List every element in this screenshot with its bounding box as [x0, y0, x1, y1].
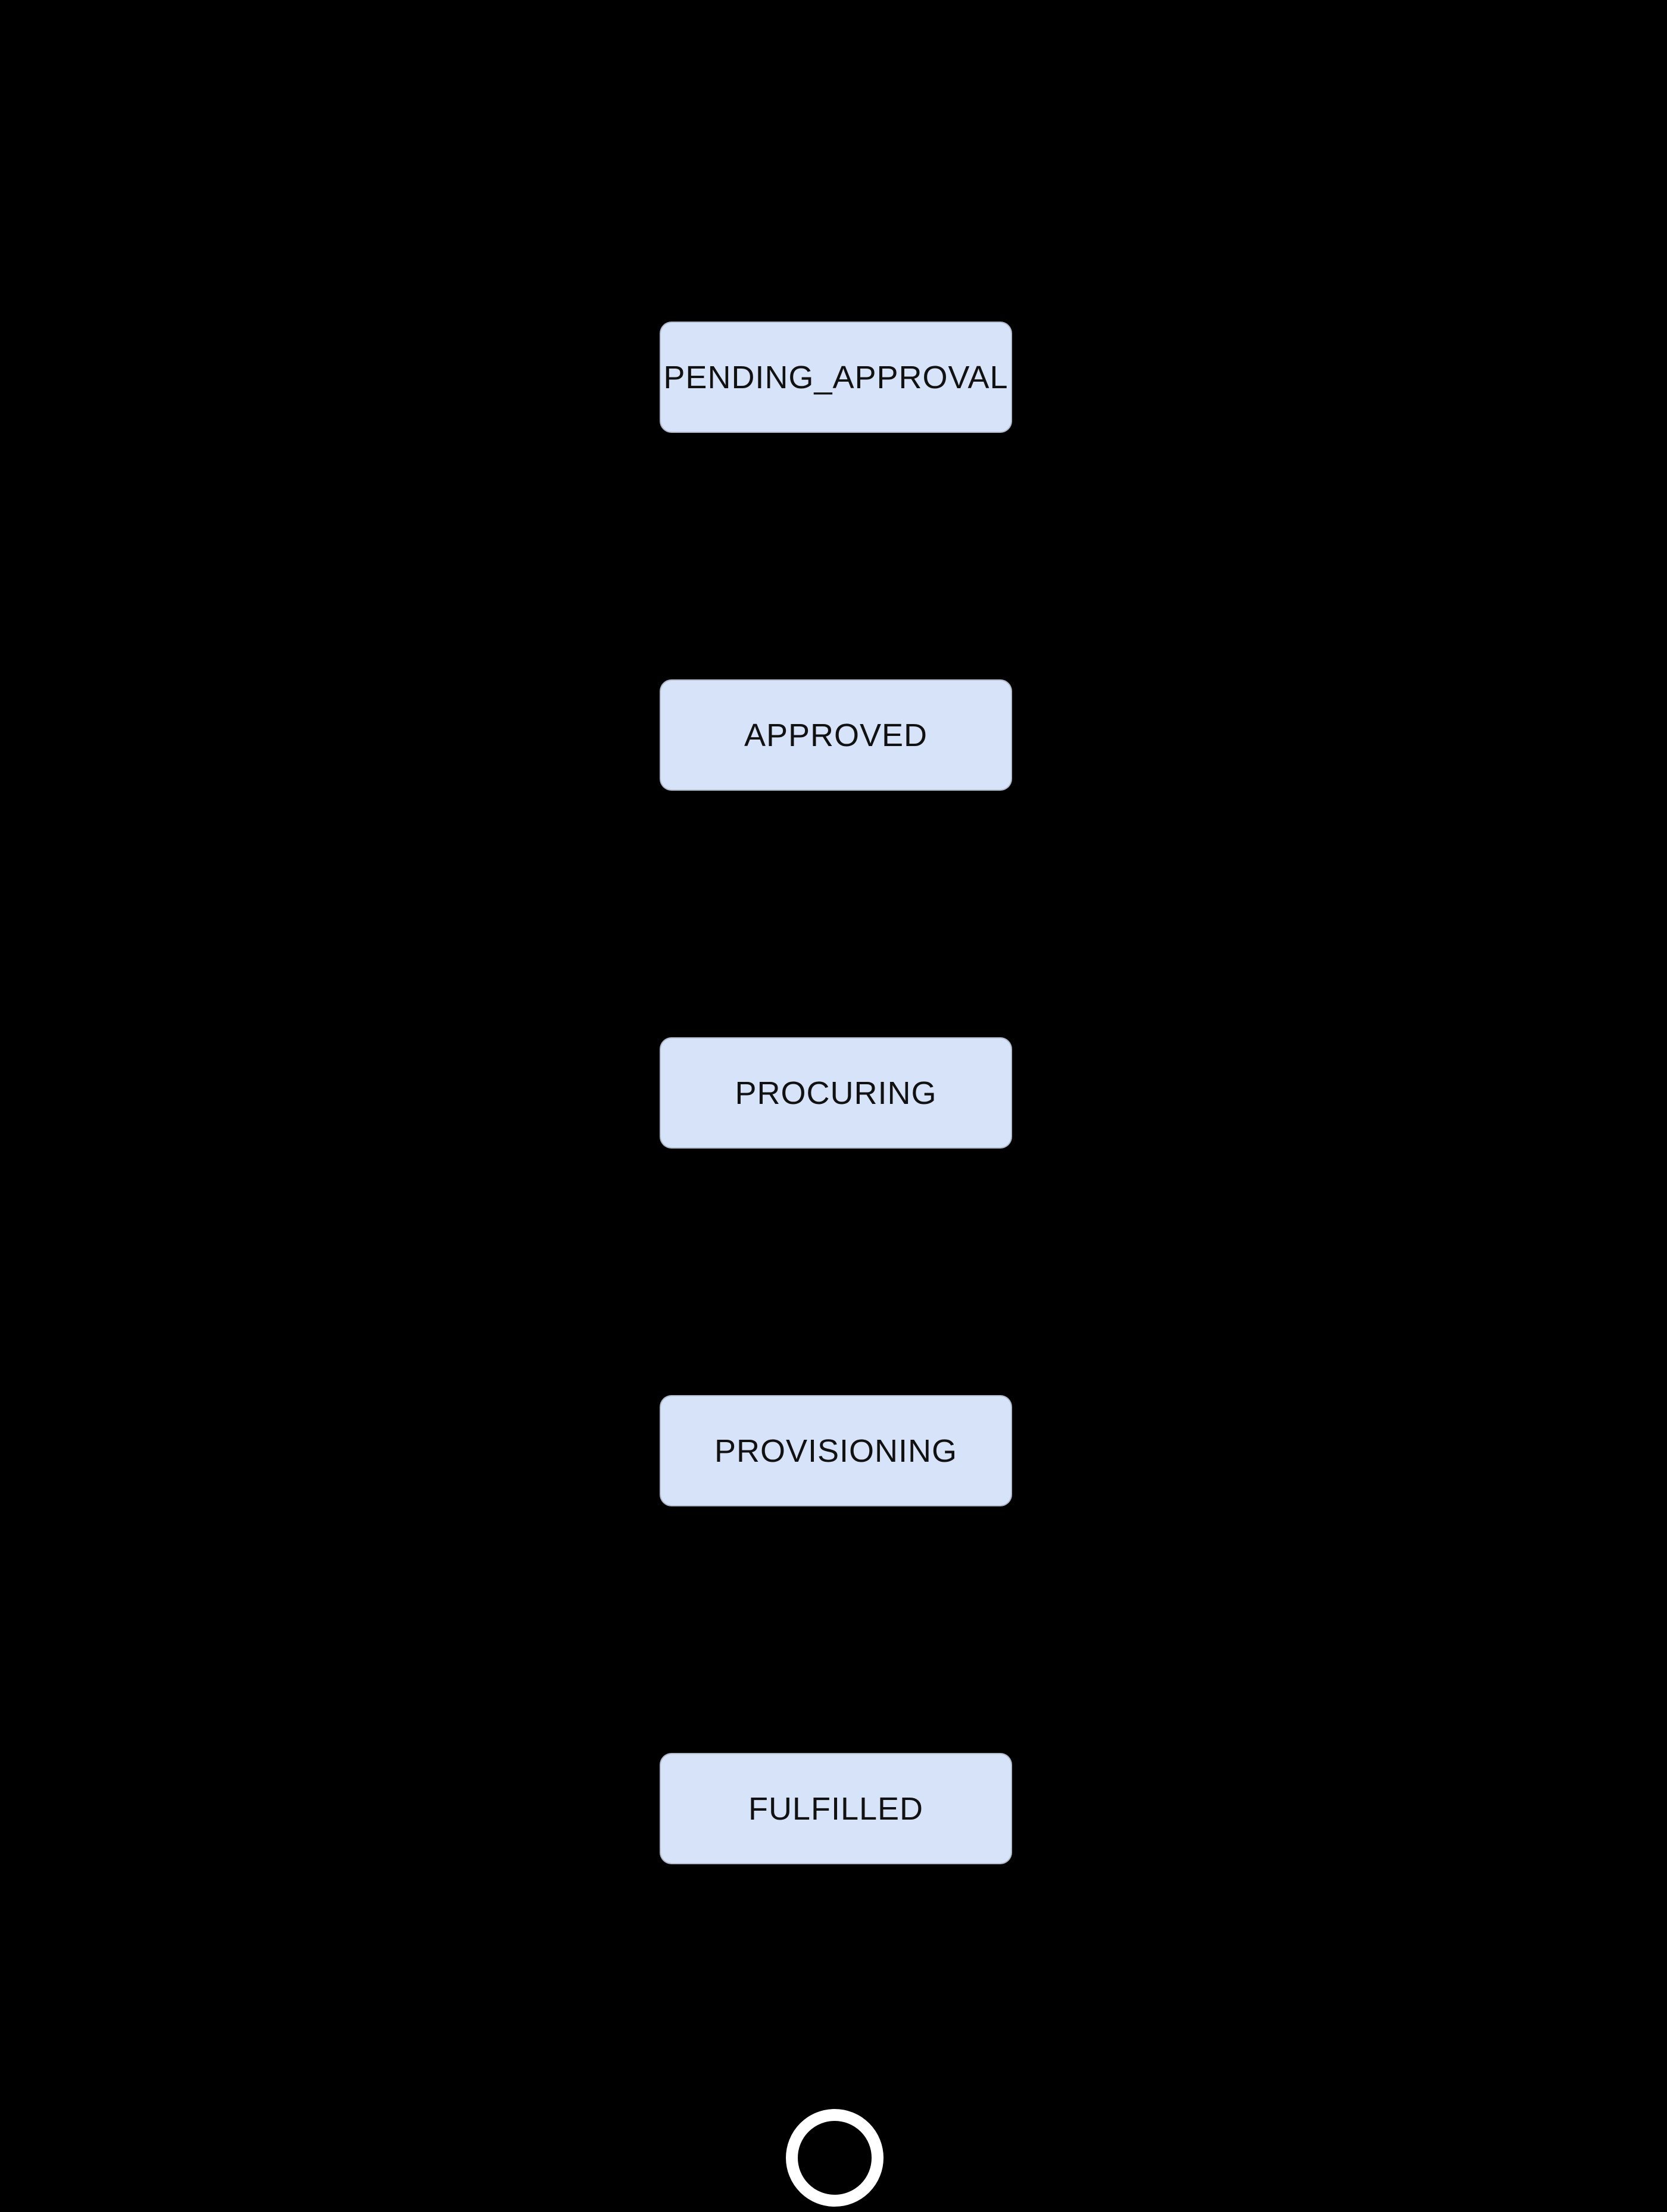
state-node-procuring: PROCURING	[660, 1037, 1012, 1149]
state-label: PENDING_APPROVAL	[663, 359, 1009, 395]
state-node-pending-approval: PENDING_APPROVAL	[660, 322, 1012, 433]
state-node-approved: APPROVED	[660, 679, 1012, 791]
state-label: APPROVED	[744, 717, 928, 753]
state-label: FULFILLED	[748, 1790, 924, 1827]
state-node-fulfilled: FULFILLED	[660, 1753, 1012, 1864]
state-label: PROVISIONING	[714, 1433, 958, 1469]
state-node-provisioning: PROVISIONING	[660, 1395, 1012, 1506]
state-label: PROCURING	[735, 1075, 937, 1111]
final-state-circle-icon	[786, 2109, 884, 2207]
